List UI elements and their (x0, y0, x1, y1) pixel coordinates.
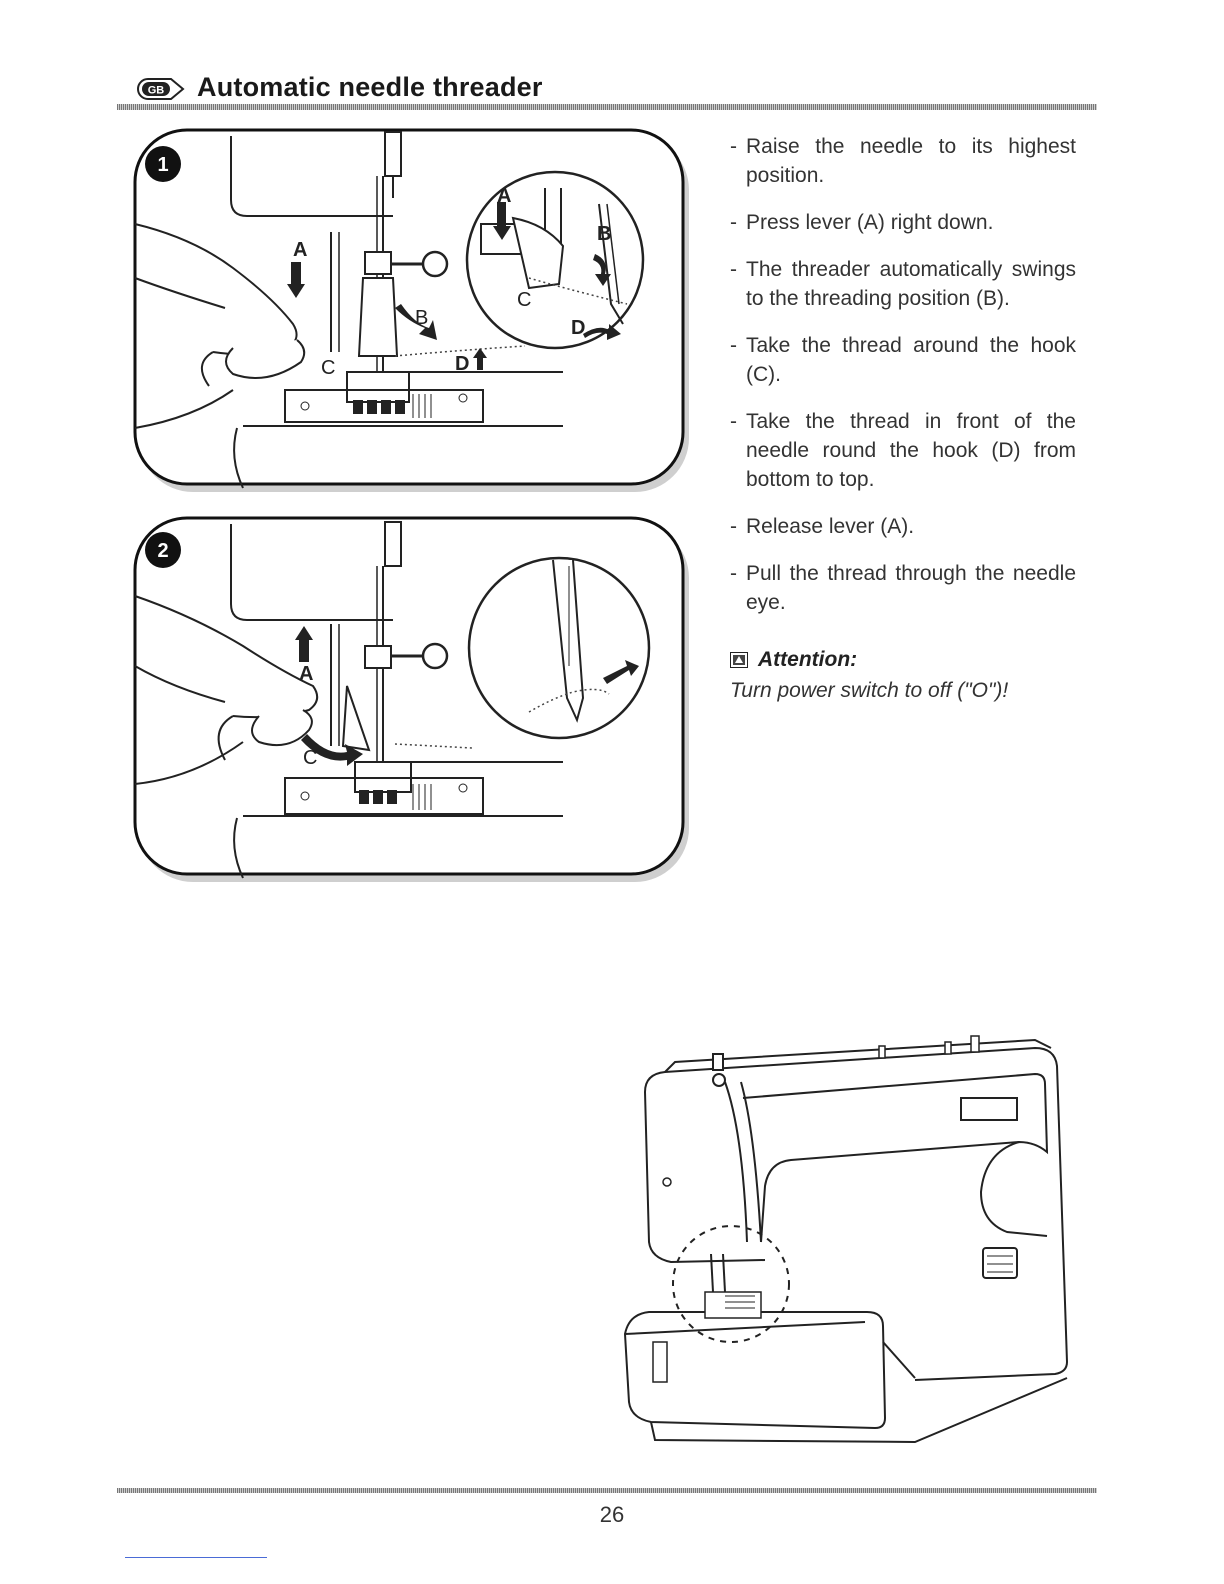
instructions: -Raise the needle to its highest positio… (730, 132, 1076, 705)
gb-badge-text: GB (148, 85, 165, 97)
label-a: A (299, 663, 313, 685)
inset-label-a: A (497, 185, 511, 207)
instruction-text: Press lever (A) right down. (746, 211, 994, 234)
sewing-machine-illustration (615, 1022, 1075, 1452)
instruction-step: -Press lever (A) right down. (730, 208, 1076, 237)
instruction-step: -Take the thread around the hook (C). (730, 331, 1076, 389)
label-a: A (293, 239, 307, 261)
figure-step-1: A B C D A B C D 1 (133, 128, 693, 496)
inset-label-d: D (571, 317, 585, 339)
label-c: C (303, 747, 317, 769)
instruction-text: Release lever (A). (746, 515, 915, 538)
page-number: 26 (599, 1502, 625, 1527)
attention-heading: Attention: (758, 648, 858, 671)
footer-divider (117, 1488, 1097, 1493)
inset-label-c: C (517, 289, 531, 311)
gb-language-badge-icon: GB (137, 78, 185, 100)
attention-text: Turn power switch to off ("O")! (730, 679, 1009, 702)
detail-highlight-circle (672, 1225, 790, 1343)
instruction-text: Take the thread in front of the needle r… (746, 410, 1076, 491)
inset-label-b: B (597, 223, 611, 245)
label-c: C (321, 357, 335, 379)
figure-step-2: A C 2 (133, 516, 693, 886)
instruction-step: -Release lever (A). (730, 512, 1076, 541)
instruction-step: -Raise the needle to its highest positio… (730, 132, 1076, 190)
instruction-step: -Pull the thread through the needle eye. (730, 559, 1076, 617)
warning-icon (730, 651, 748, 668)
footer-link-underline (125, 1557, 267, 1558)
header-divider (117, 104, 1097, 110)
instruction-text: Take the thread around the hook (C). (746, 334, 1076, 386)
page-title: Automatic needle threader (197, 72, 543, 102)
step-number-badge (145, 146, 181, 182)
label-b: B (415, 307, 428, 329)
instruction-step: -Take the thread in front of the needle … (730, 407, 1076, 494)
zoom-inset-circle (467, 556, 651, 740)
attention-heading-row: Attention: (730, 645, 1076, 674)
instruction-text: Raise the needle to its highest position… (746, 135, 1076, 187)
attention-note: Attention: Turn power switch to off ("O"… (730, 645, 1076, 705)
step-number-2: 2 (157, 540, 168, 562)
step-number-1: 1 (157, 154, 168, 176)
instruction-step: -The threader automatically swings to th… (730, 255, 1076, 313)
instruction-text: Pull the thread through the needle eye. (746, 562, 1076, 614)
instruction-text: The threader automatically swings to the… (746, 258, 1076, 310)
page-header: GB Automatic needle threader (117, 70, 1097, 106)
step-number-badge (145, 532, 181, 568)
label-d: D (455, 353, 469, 375)
